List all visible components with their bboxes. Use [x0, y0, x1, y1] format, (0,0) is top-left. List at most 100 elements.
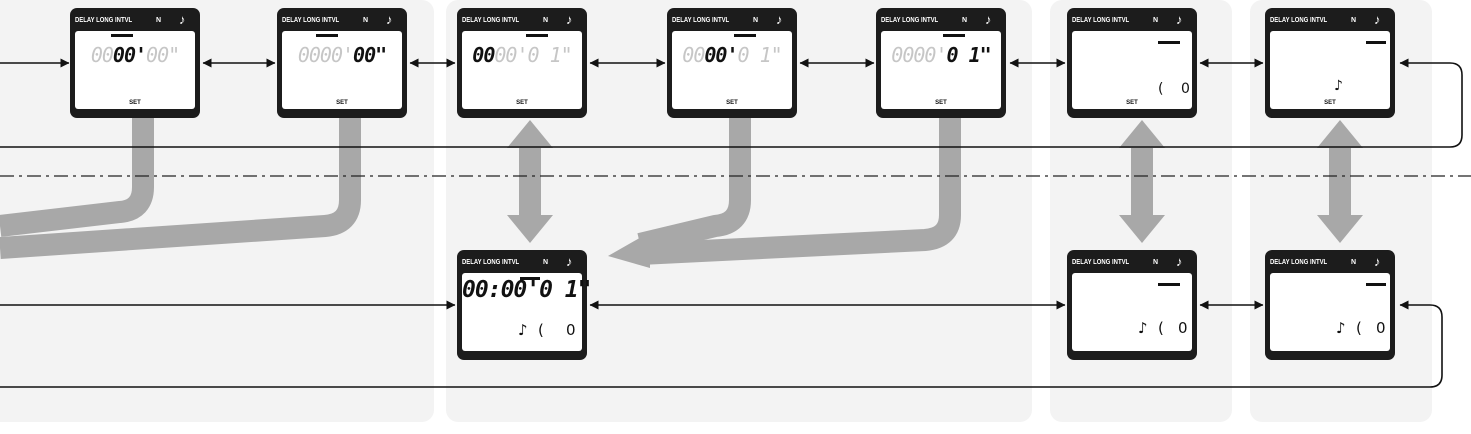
note-indicator-icon: ♪	[518, 321, 528, 339]
segment-seconds: 0 1"	[946, 43, 992, 67]
segment-hours: 00	[891, 43, 914, 67]
flow-band-4	[637, 117, 751, 255]
note-indicator-icon: ♪	[1334, 78, 1343, 94]
screen: ♪ ( 0	[1072, 273, 1192, 351]
time-readout: 0000'00"	[282, 42, 402, 68]
cursor-bar	[111, 34, 133, 37]
display-6: DELAY LONG INTVL N ♪ ( 0 SET	[1067, 8, 1197, 118]
set-label: SET	[1126, 100, 1138, 106]
n-label: N	[363, 17, 369, 24]
flow-band-1	[0, 117, 154, 237]
mode-labels: DELAY LONG INTVL	[1072, 259, 1130, 266]
set-label: SET	[516, 100, 528, 106]
cursor-bar	[520, 277, 540, 280]
note-icon: ♪	[1374, 12, 1381, 27]
display-4: DELAY LONG INTVL N ♪ 0000'0 1" SET	[667, 8, 797, 118]
speaker-bracket-open-icon: (	[1158, 319, 1164, 337]
display-bottom-3: DELAY LONG INTVL N ♪ ♪ ( 0	[1265, 250, 1395, 360]
display-5: DELAY LONG INTVL N ♪ 0000'0 1" SET	[876, 8, 1006, 118]
speaker-bracket-close-icon: 0	[566, 321, 576, 339]
mode-labels: DELAY LONG INTVL	[1072, 17, 1130, 24]
segment-seconds: 0 1"	[539, 277, 591, 303]
segment-minutes: 00'	[319, 43, 354, 67]
segment-minutes: 00'	[494, 43, 528, 67]
mode-labels: DELAY LONG INTVL	[282, 17, 340, 24]
note-icon: ♪	[985, 12, 992, 27]
mode-labels: DELAY LONG INTVL	[672, 17, 730, 24]
cursor-bar	[734, 34, 756, 37]
double-arrow-middle	[507, 120, 553, 243]
n-label: N	[1351, 17, 1357, 24]
n-label: N	[543, 259, 549, 266]
note-indicator-icon: ♪	[1138, 319, 1148, 337]
cursor-bar	[1366, 283, 1386, 286]
speaker-bracket-open-icon: (	[1158, 81, 1164, 97]
mode-labels: DELAY LONG INTVL	[1270, 17, 1328, 24]
screen: 0000'0 1" SET	[462, 31, 582, 109]
mode-labels: DELAY LONG INTVL	[75, 17, 133, 24]
n-label: N	[1153, 17, 1159, 24]
note-icon: ♪	[1374, 254, 1381, 269]
double-arrow-sound	[1119, 120, 1165, 243]
screen: ♪ SET	[1270, 31, 1390, 109]
set-label: SET	[726, 100, 738, 106]
screen: ♪ ( 0	[1270, 273, 1390, 351]
note-icon: ♪	[1176, 254, 1183, 269]
note-icon: ♪	[776, 12, 783, 27]
time-readout: 0000'0 1"	[881, 42, 1001, 68]
segment-minutes: 00'	[704, 43, 738, 67]
segment-seconds: 00"	[146, 43, 180, 67]
n-label: N	[1351, 259, 1357, 266]
display-1: DELAY LONG INTVL N ♪ 0000'00" SET	[70, 8, 200, 118]
set-label: SET	[129, 100, 141, 106]
time-readout: 0000'0 1"	[462, 42, 582, 68]
time-readout: 0000'00"	[75, 42, 195, 68]
display-3: DELAY LONG INTVL N ♪ 0000'0 1" SET	[457, 8, 587, 118]
mode-labels: DELAY LONG INTVL	[881, 17, 939, 24]
cursor-bar	[526, 34, 548, 37]
screen: 0000'0 1" SET	[881, 31, 1001, 109]
cursor-bar	[943, 34, 965, 37]
segment-hours: 00	[682, 43, 705, 67]
double-arrow-note	[1317, 120, 1363, 243]
speaker-bracket-close-icon: 0	[1181, 81, 1190, 97]
note-icon: ♪	[566, 254, 573, 269]
n-label: N	[753, 17, 759, 24]
note-icon: ♪	[179, 12, 186, 27]
time-readout: 00:00'0 1"	[462, 277, 592, 303]
mode-labels: DELAY LONG INTVL	[462, 259, 520, 266]
segment-hours: 00	[462, 277, 489, 303]
flow-band-2	[0, 117, 361, 259]
speaker-bracket-close-icon: 0	[1376, 319, 1386, 337]
display-7: DELAY LONG INTVL N ♪ ♪ SET	[1265, 8, 1395, 118]
n-label: N	[962, 17, 968, 24]
screen: ( 0 SET	[1072, 31, 1192, 109]
speaker-bracket-open-icon: (	[1356, 319, 1362, 337]
screen: 0000'0 1" SET	[672, 31, 792, 109]
n-label: N	[156, 17, 162, 24]
screen: 0000'00" SET	[75, 31, 195, 109]
segment-colon: :	[487, 277, 502, 303]
n-label: N	[543, 17, 549, 24]
cursor-bar	[1158, 41, 1180, 44]
segment-seconds: 0 1"	[527, 43, 573, 67]
cursor-bar	[316, 34, 338, 37]
segment-seconds: 00"	[353, 43, 387, 67]
cursor-bar	[1158, 283, 1180, 286]
note-indicator-icon: ♪	[1336, 319, 1346, 337]
note-icon: ♪	[566, 12, 573, 27]
segment-hours: 00	[472, 43, 495, 67]
segment-hours: 00	[90, 43, 114, 67]
flow-arrowhead-bottom	[608, 232, 650, 268]
time-readout: 0000'0 1"	[672, 42, 792, 68]
screen: 00:00'0 1" ♪ ( 0	[462, 273, 592, 351]
display-bottom-2: DELAY LONG INTVL N ♪ ♪ ( 0	[1067, 250, 1197, 360]
speaker-bracket-open-icon: (	[538, 321, 544, 339]
flow-band-5	[639, 117, 961, 265]
screen: 0000'00" SET	[282, 31, 402, 109]
segment-minutes: 00'	[112, 43, 147, 67]
segment-seconds: 0 1"	[737, 43, 783, 67]
note-icon: ♪	[1176, 12, 1183, 27]
segment-hours: 00	[297, 43, 321, 67]
